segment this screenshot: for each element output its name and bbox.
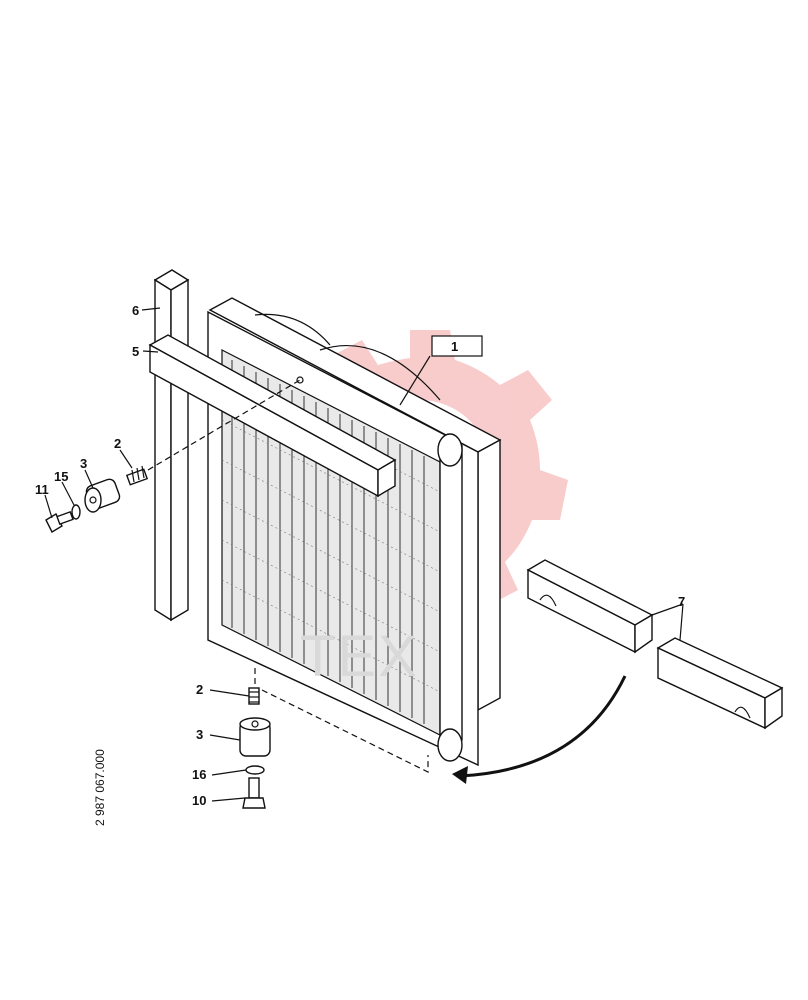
bolt-bottom — [242, 777, 266, 809]
callout-5: 5 — [132, 344, 139, 359]
assembly-arrow — [452, 675, 627, 784]
horizontal-foam-strip — [148, 334, 397, 498]
top-mount-hardware — [45, 379, 301, 533]
vertical-foam-strip — [153, 269, 190, 622]
leader-lines — [44, 307, 684, 802]
foam-block-lower — [656, 637, 784, 730]
bolt-top — [45, 510, 74, 533]
callout-7: 7 — [678, 594, 685, 609]
callout-11: 11 — [35, 482, 49, 497]
callout-10: 10 — [192, 793, 206, 808]
washer-top — [71, 504, 81, 520]
callout-2-bottom: 2 — [196, 682, 203, 697]
rubber-mount-top — [84, 478, 121, 513]
callout-2-top: 2 — [114, 436, 121, 451]
callout-1: 1 — [451, 339, 458, 354]
watermark-text: TEX — [300, 624, 419, 689]
callout-15: 15 — [54, 469, 68, 484]
callout-16: 16 — [192, 767, 206, 782]
callout-6: 6 — [132, 303, 139, 318]
washer-bottom — [245, 765, 265, 775]
rubber-mount-bottom — [239, 717, 271, 757]
bottom-mount-hardware — [239, 668, 429, 809]
callout-3-top: 3 — [80, 456, 87, 471]
foam-block-upper — [526, 559, 654, 654]
stud-top — [125, 465, 149, 486]
callout-3-bottom: 3 — [196, 727, 203, 742]
drawing-number: 2 987 067.000 — [93, 749, 107, 826]
callout-1-box — [431, 335, 483, 357]
